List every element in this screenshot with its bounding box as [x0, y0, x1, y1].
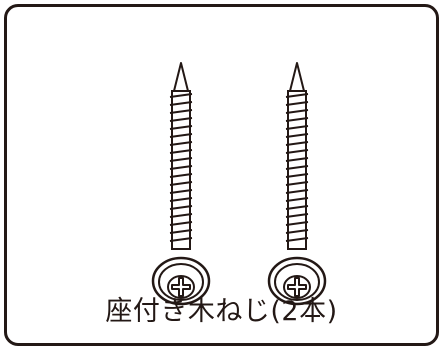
parts-card: 座付き木ねじ(2本): [4, 4, 439, 346]
wood-screw-icon-right: [267, 61, 327, 306]
wood-screw-icon-left: [151, 61, 211, 306]
item-caption: 座付き木ねじ(2本): [105, 296, 338, 327]
